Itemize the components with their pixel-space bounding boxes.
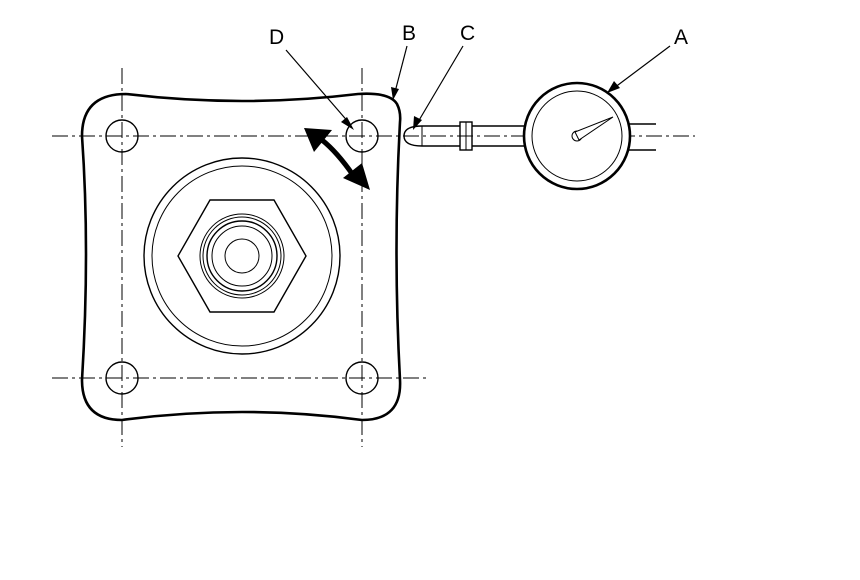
hub-flange-outline — [80, 92, 402, 422]
nut-washer-inner — [202, 216, 282, 296]
leader-c — [417, 45, 464, 123]
leader-a-arrowhead — [607, 81, 620, 93]
bolt-hole-bottom-right — [345, 361, 379, 395]
callout-leaders — [285, 45, 671, 130]
rotation-arrow-icon — [304, 128, 370, 190]
dial-indicator — [403, 81, 656, 191]
bolt-hole-top-right — [345, 119, 379, 153]
leader-d — [285, 49, 351, 125]
leader-b-arrowhead — [391, 87, 399, 100]
spindle-outer — [206, 220, 278, 292]
spindle-nut-hex — [177, 199, 307, 313]
indicator-contact-point — [403, 125, 423, 147]
hub-boss-inner — [151, 165, 333, 347]
callout-label-a: A — [674, 26, 688, 49]
leader-b — [394, 45, 408, 93]
callout-label-d: D — [269, 26, 284, 49]
nut-washer-outer — [199, 213, 285, 299]
rotation-arrow-head-bottom — [343, 163, 370, 190]
leader-a — [613, 45, 671, 89]
bolt-hole-bottom-left — [105, 361, 139, 395]
spindle-tip — [224, 238, 260, 274]
indicator-needle-icon — [574, 116, 614, 141]
hub-center — [143, 157, 341, 355]
rotation-arrow-head-top — [304, 128, 332, 152]
bolt-holes — [105, 119, 379, 395]
indicator-dial-face — [531, 90, 623, 182]
leader-c-arrowhead — [413, 116, 422, 130]
leader-d-arrowhead — [341, 117, 354, 130]
callout-label-c: C — [460, 22, 475, 45]
bolt-hole-top-left — [105, 119, 139, 153]
callout-label-b: B — [402, 22, 416, 45]
spindle-ring — [211, 225, 273, 287]
hub-boss-outer — [143, 157, 341, 355]
